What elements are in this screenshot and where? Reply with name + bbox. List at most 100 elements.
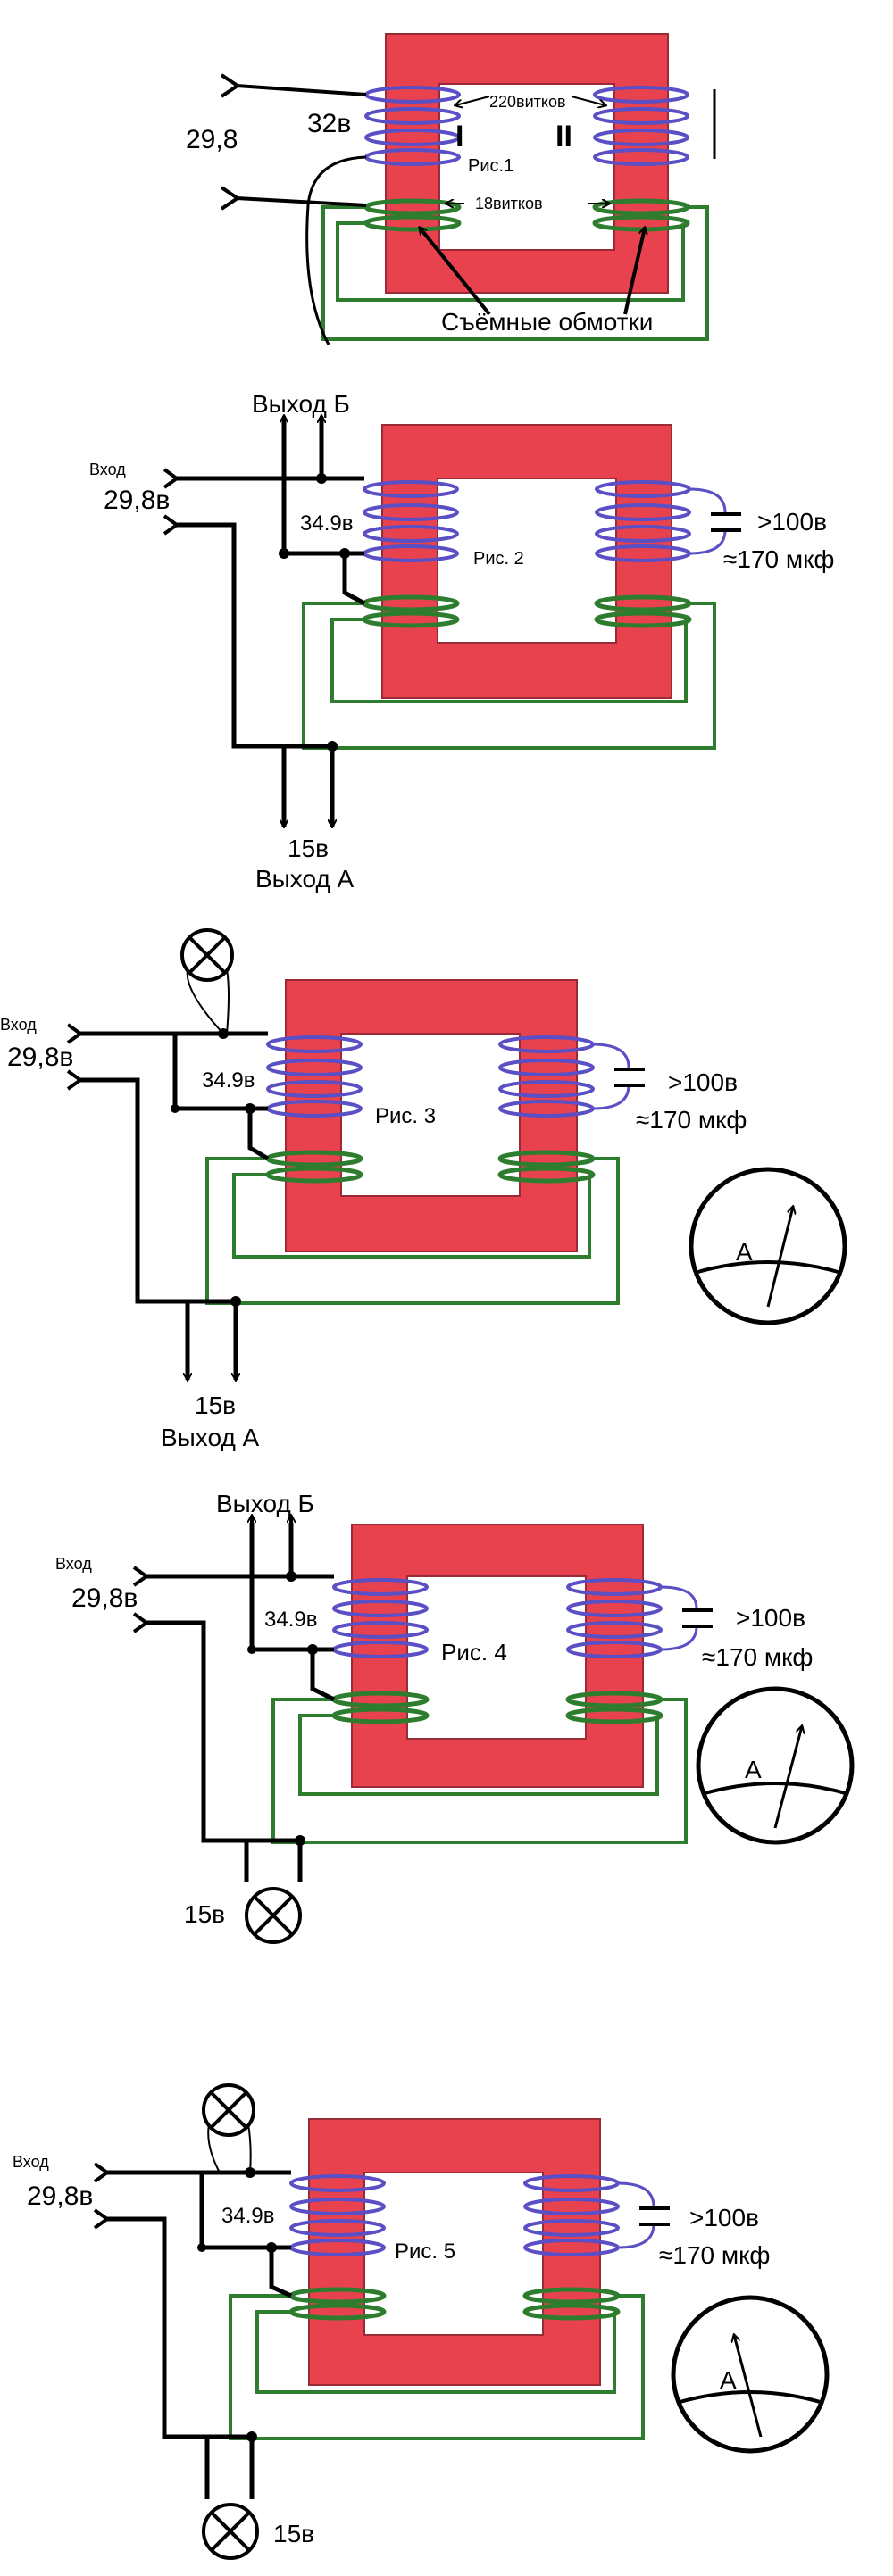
fig3-cap-voltage: >100в	[668, 1068, 738, 1096]
input-plug-top	[132, 1566, 150, 1587]
input-plug-bottom	[220, 186, 241, 211]
primary-coil-left	[332, 1578, 429, 1658]
lamp-icon	[180, 928, 234, 982]
lamp-icon-top	[202, 2083, 255, 2137]
input-plug-top	[93, 2162, 111, 2183]
figure-1: 29,8 32в 220витков I II Рис.1 18витков С…	[186, 33, 716, 345]
fig1-input-voltage: 29,8	[186, 125, 238, 154]
fig4-title: Рис. 4	[441, 1639, 507, 1666]
capacitor-icon	[614, 1068, 645, 1087]
capacitor-leads	[689, 487, 727, 555]
circuit-wiring	[107, 2170, 293, 2499]
junction-dots	[171, 1028, 255, 1307]
fig5-input-label: Вход	[13, 2153, 49, 2171]
fig1-removable-windings: Съёмные обмотки	[441, 308, 653, 336]
fig3-meter: A	[736, 1238, 753, 1266]
fig2-output-b: Выход Б	[252, 390, 350, 418]
figure-2: Выход Б Вход 29,8в 34.9в Рис. 2 >100в ≈1…	[89, 390, 834, 893]
fig4-cap-voltage: >100в	[736, 1604, 805, 1632]
fig1-winding-1: I	[455, 120, 463, 154]
junction-dots	[247, 1571, 318, 1846]
core-window	[406, 1575, 587, 1740]
capacitor-icon	[711, 512, 741, 532]
secondary-loop-outer	[302, 602, 716, 750]
fig5-meter: A	[720, 2366, 737, 2394]
secondary-loop-inner	[298, 1714, 659, 1796]
circuit-wiring	[177, 420, 366, 814]
turns-arrow-left	[455, 96, 490, 105]
removable-arrow-left	[420, 228, 491, 316]
secondary-loop-outer	[205, 1157, 620, 1305]
ammeter-icon	[671, 2295, 830, 2454]
fig2-input-label: Вход	[89, 461, 126, 478]
fig2-cap-value: ≈170 мкф	[723, 545, 834, 573]
fig5-title: Рис. 5	[395, 2239, 455, 2264]
input-plug-bottom	[66, 1069, 84, 1091]
lamp-icon	[245, 1887, 302, 1944]
input-wire-top	[236, 84, 367, 96]
core-window	[340, 1033, 521, 1197]
fig2-title: Рис. 2	[473, 549, 524, 569]
ammeter-icon	[689, 1167, 847, 1325]
secondary-loop-outer	[229, 2294, 645, 2440]
fig1-turns-primary: 220витков	[489, 93, 566, 111]
lamp-icon-bottom	[202, 2503, 259, 2560]
capacitor-leads	[592, 1043, 630, 1110]
fig2-cap-voltage: >100в	[757, 508, 827, 536]
fig3-input-label: Вход	[0, 1016, 37, 1034]
fig4-output-voltage: 15в	[184, 1900, 225, 1928]
input-plug-bottom	[132, 1612, 150, 1633]
capacitor-icon	[639, 2206, 670, 2226]
input-plug-top	[220, 73, 241, 98]
loop-wire	[305, 155, 367, 345]
fig2-input-voltage: 29,8в	[104, 486, 170, 515]
fig3-output-voltage: 15в	[195, 1392, 236, 1419]
fig3-cap-value: ≈170 мкф	[636, 1106, 747, 1134]
capacitor-leads	[617, 2181, 655, 2249]
junction-dots	[279, 473, 350, 752]
fig3-input-voltage: 29,8в	[7, 1043, 73, 1072]
capacitor-leads	[660, 1585, 698, 1651]
fig4-cap-value: ≈170 мкф	[702, 1643, 813, 1671]
input-plug-top	[66, 1023, 84, 1044]
figure-3: Вход 29,8в 34.9в Рис. 3 >100в ≈170 мкф A…	[0, 928, 847, 1451]
removable-arrow-right	[623, 228, 645, 315]
ammeter-icon	[696, 1686, 855, 1845]
input-plug-top	[163, 468, 180, 489]
fig2-winding-voltage: 34.9в	[300, 511, 353, 536]
fig1-title: Рис.1	[468, 156, 513, 176]
fig1-winding-voltage: 32в	[307, 109, 351, 138]
core-window	[363, 2172, 544, 2336]
fig2-output-a: Выход А	[255, 865, 355, 893]
fig3-output-a: Выход А	[161, 1424, 260, 1451]
secondary-loop-inner	[232, 1173, 591, 1259]
input-wire-bottom	[236, 196, 367, 207]
fig5-output-voltage: 15в	[273, 2520, 314, 2547]
core-window	[438, 83, 615, 251]
fig5-cap-value: ≈170 мкф	[659, 2241, 770, 2269]
fig4-output-b: Выход Б	[216, 1490, 314, 1517]
primary-coil-right	[523, 2174, 620, 2256]
primary-coil-right	[593, 86, 689, 166]
figure-5: Вход 29,8в 34.9в Рис. 5 >100в ≈170 мкф A…	[13, 2083, 830, 2560]
fig5-winding-voltage: 34.9в	[221, 2204, 274, 2228]
fig4-input-voltage: 29,8в	[71, 1583, 138, 1613]
fig1-winding-2: II	[555, 120, 572, 154]
circuit-wiring	[146, 1523, 336, 1882]
fig3-winding-voltage: 34.9в	[202, 1068, 255, 1093]
fig2-output-voltage: 15в	[288, 835, 329, 862]
fig3-title: Рис. 3	[375, 1104, 436, 1128]
fig4-meter: A	[745, 1756, 762, 1783]
fig5-cap-voltage: >100в	[689, 2204, 759, 2231]
input-plug-bottom	[163, 514, 180, 536]
figure-4: Выход Б Вход 29,8в 34.9в Рис. 4 >100в ≈1…	[55, 1490, 855, 1944]
secondary-loop-inner	[336, 221, 685, 302]
capacitor-icon	[682, 1608, 713, 1628]
fig4-input-label: Вход	[55, 1555, 92, 1573]
core-window	[437, 478, 617, 644]
secondary-loop-outer	[271, 1698, 688, 1844]
junction-dots	[197, 2167, 277, 2442]
lamp-leads	[186, 968, 230, 1035]
input-plug-bottom	[93, 2208, 111, 2230]
